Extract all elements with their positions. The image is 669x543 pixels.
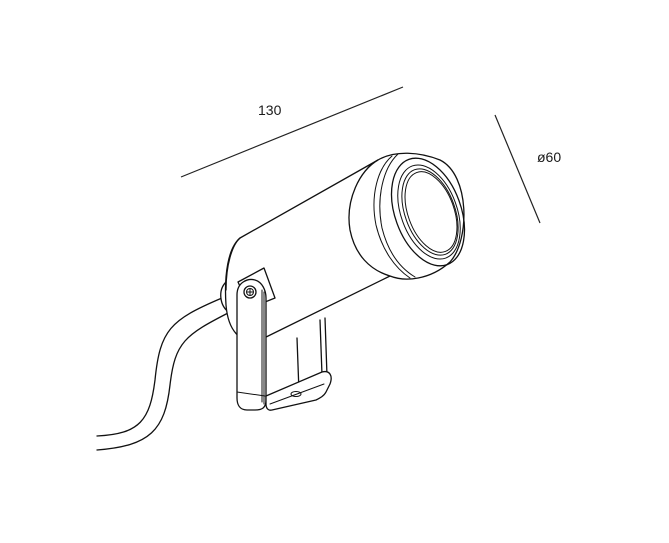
cable (96, 297, 231, 451)
length-dimension-label: 130 (258, 102, 282, 118)
diameter-dimension-label: ø60 (537, 149, 562, 165)
pivot-screw (243, 285, 257, 299)
length-dimension-line (180, 86, 404, 178)
diameter-dimension-line (494, 114, 541, 224)
bracket-front-arm (236, 278, 332, 411)
mounting-hole (290, 391, 302, 397)
